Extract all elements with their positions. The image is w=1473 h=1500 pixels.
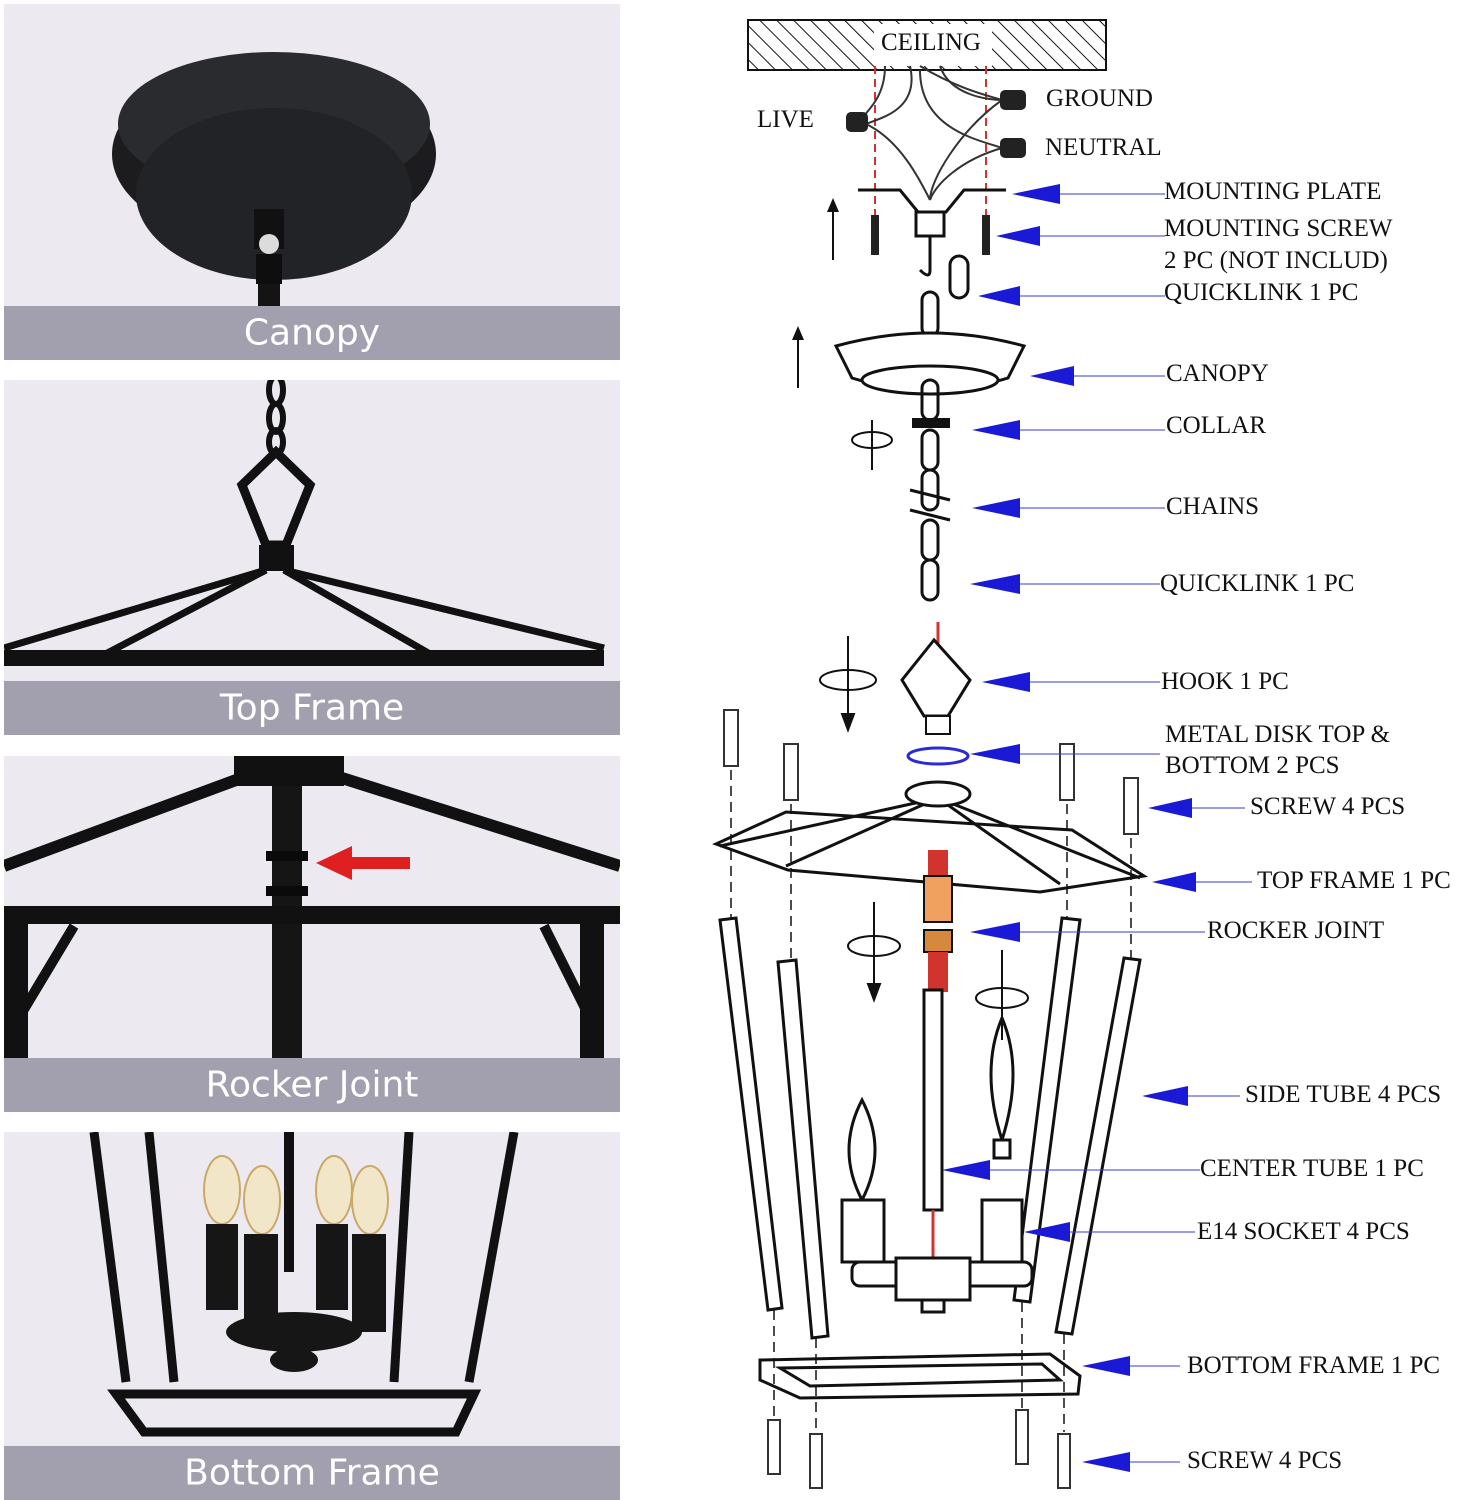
label-center-tube: CENTER TUBE 1 PC [1200,1155,1424,1182]
label-metal-disk-1: METAL DISK TOP & [1165,721,1391,748]
pointer-arrows [942,184,1252,1472]
bottom-frame-caption-text: Bottom Frame [184,1452,440,1494]
wire-nuts [846,90,1026,158]
rotate-icon-collar [851,420,893,470]
quicklink-top [918,236,970,338]
label-quicklink-bottom: QUICKLINK 1 PC [1160,570,1355,597]
label-collar: COLLAR [1166,412,1266,439]
canopy-image [112,52,436,314]
bottom-screws [767,1409,1071,1489]
bottom-frame-caption: Bottom Frame [4,1446,620,1500]
mounting-screws [871,215,990,255]
label-screw-bottom: SCREW 4 PCS [1187,1447,1343,1474]
label-screw-top: SCREW 4 PCS [1250,793,1406,820]
center-tube-drawing [922,988,944,1262]
red-pointer-arrow [316,846,410,880]
ceiling [747,19,1107,71]
label-ceiling: CEILING [881,29,981,56]
wires [860,65,1003,201]
label-side-tube: SIDE TUBE 4 PCS [1245,1081,1442,1108]
canopy-photo: Canopy [4,4,620,360]
label-canopy: CANOPY [1166,360,1269,387]
rocker-joint-caption-text: Rocker Joint [205,1064,419,1106]
label-mounting-screw-2: 2 PC (NOT INCLUD) [1164,247,1388,274]
bottom-frame-image [89,1132,519,1437]
label-metal-disk-2: BOTTOM 2 PCS [1165,752,1340,779]
label-rocker-joint: ROCKER JOINT [1207,917,1385,944]
hook-drawing [900,622,972,735]
rocker-joint-caption: Rocker Joint [4,1058,620,1112]
canopy-caption: Canopy [4,306,620,360]
rotate-icon-rocker [847,902,901,1003]
bulbs [203,1155,389,1235]
rotate-icon-hook [819,636,877,733]
top-frame-caption-text: Top Frame [219,687,405,729]
label-top-frame: TOP FRAME 1 PC [1257,867,1451,894]
chains-drawing [909,378,951,602]
collar-drawing [912,418,950,428]
top-frame-caption: Top Frame [4,681,620,735]
top-screws [723,709,1139,835]
label-hook: HOOK 1 PC [1161,668,1289,695]
label-neutral: NEUTRAL [1045,134,1162,161]
label-e14-socket: E14 SOCKET 4 PCS [1197,1218,1410,1245]
label-ground: GROUND [1046,85,1153,112]
sockets-drawing [840,1096,1034,1314]
bulb-drawing [989,1014,1015,1160]
metal-disk-top [906,746,970,766]
bottom-frame-photo: Bottom Frame [4,1132,620,1500]
assembly-diagram [712,19,1252,1489]
rotate-icon-bulb [975,950,1029,1040]
label-quicklink-top: QUICKLINK 1 PC [1164,279,1359,306]
rocker-joint-photo: Rocker Joint [4,756,620,1112]
top-frame-image [4,380,605,666]
bottom-frame-drawing [758,1352,1082,1400]
canopy-drawing [833,331,1027,396]
label-chains: CHAINS [1166,493,1260,520]
label-mounting-plate: MOUNTING PLATE [1164,178,1382,205]
rocker-joint-drawing [923,850,953,992]
label-live: LIVE [757,106,814,133]
label-mounting-screw-1: MOUNTING SCREW [1164,215,1393,242]
label-bottom-frame: BOTTOM FRAME 1 PC [1187,1352,1441,1379]
canopy-caption-text: Canopy [243,312,381,354]
top-frame-photo: Top Frame [4,380,620,735]
